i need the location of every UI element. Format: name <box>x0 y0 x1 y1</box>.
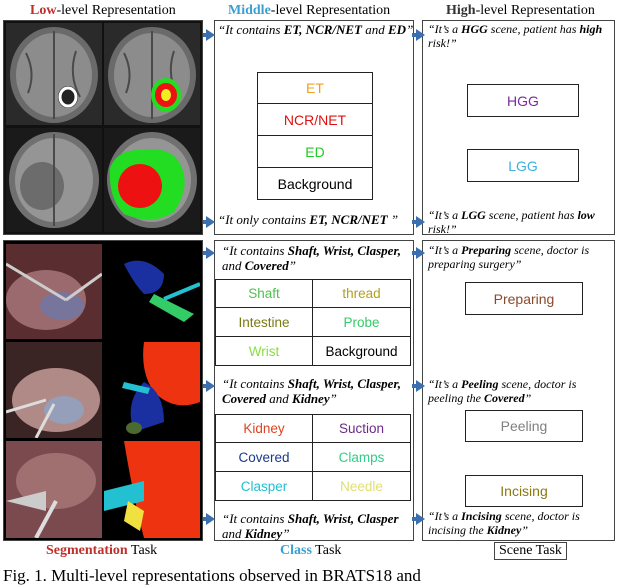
segmentation-task-label: Segmentation Task <box>46 543 158 558</box>
class-probe: Probe <box>313 308 411 337</box>
class-suction: Suction <box>313 414 411 443</box>
arrow-low-to-mid-4 <box>203 380 215 392</box>
high-rest: -level Representation <box>475 3 595 18</box>
endo-class-grid-2: Kidney Suction Covered Clamps Clasper Ne… <box>215 414 411 501</box>
class-clasper: Clasper <box>215 472 313 501</box>
brats-high-quote-top: “It’s a HGG scene, patient has high risk… <box>428 22 603 50</box>
class-wrist: Wrist <box>215 337 313 366</box>
class-thread: thread <box>313 279 411 308</box>
scene-peeling: Peeling <box>465 410 583 442</box>
arrow-low-to-mid-1 <box>203 29 215 41</box>
surgery-seg-3 <box>104 441 200 538</box>
endo-class-grid-1: Shaft thread Intestine Probe Wrist Backg… <box>215 279 411 366</box>
endo-high-quote-3: “It’s a Incising scene, doctor is incisi… <box>428 509 580 537</box>
surgery-frame-2 <box>6 342 102 438</box>
scene-lgg: LGG <box>467 149 579 182</box>
scene-task-label: Scene Task <box>494 542 567 560</box>
middle-rest: -level Representation <box>270 3 391 18</box>
class-covered: Covered <box>215 443 313 472</box>
figure-caption: Fig. 1. Multi-level representations obse… <box>3 566 421 585</box>
surgery-seg-1 <box>104 244 200 339</box>
class-needle: Needle <box>313 472 411 501</box>
class-ncr-net: NCR/NET <box>257 104 373 136</box>
mri-image-1 <box>6 23 102 125</box>
class-intestine: Intestine <box>215 308 313 337</box>
class-et: ET <box>257 72 373 104</box>
arrow-low-to-mid-5 <box>203 513 215 525</box>
surgery-seg-2 <box>104 342 200 438</box>
mri-image-2 <box>6 128 102 232</box>
mri-seg-image-1 <box>104 23 200 125</box>
class-clamps: Clamps <box>313 443 411 472</box>
brats-class-list: ET NCR/NET ED Background <box>257 72 373 200</box>
arrow-low-to-mid-3 <box>203 247 215 259</box>
scene-hgg: HGG <box>467 84 579 117</box>
high-word: High <box>446 3 476 18</box>
endo-mid-quote-2: “It contains Shaft, Wrist, Clasper, Cove… <box>222 376 402 406</box>
scene-preparing: Preparing <box>465 282 583 315</box>
class-background-2: Background <box>313 337 411 366</box>
class-background: Background <box>257 168 373 200</box>
class-ed: ED <box>257 136 373 168</box>
brats-high-panel <box>422 20 615 235</box>
low-level-header: Low-level Representation <box>30 3 176 19</box>
middle-word: Middle <box>228 3 271 18</box>
arrow-mid-to-high-1 <box>412 29 425 41</box>
class-kidney: Kidney <box>215 414 313 443</box>
arrow-mid-to-high-4 <box>412 380 425 392</box>
endo-high-quote-1: “It’s a Preparing scene, doctor is prepa… <box>428 243 590 271</box>
middle-level-header: Middle-level Representation <box>228 3 390 19</box>
low-word: Low <box>30 3 57 18</box>
endo-mid-quote-3: “It contains Shaft, Wrist, Clasper and K… <box>222 511 399 541</box>
arrow-mid-to-high-2 <box>412 216 425 228</box>
high-level-header: High-level Representation <box>446 3 595 19</box>
endo-high-quote-2: “It’s a Peeling scene, doctor is peeling… <box>428 377 577 405</box>
scene-incising: Incising <box>465 475 583 507</box>
endo-mid-quote-1: “It contains Shaft, Wrist, Clasper, and … <box>222 243 402 273</box>
brats-high-quote-bottom: “It’s a LGG scene, patient has low risk!… <box>428 208 595 236</box>
brats-mid-quote-top: “It contains ET, NCR/NET and ED” <box>218 22 414 37</box>
mri-seg-image-2 <box>104 128 200 232</box>
surgery-frame-1 <box>6 244 102 339</box>
arrow-low-to-mid-2 <box>203 216 215 228</box>
low-rest: -level Representation <box>56 3 176 18</box>
surgery-frame-3 <box>6 441 102 538</box>
brats-mid-quote-bottom: “It only contains ET, NCR/NET ” <box>218 212 399 227</box>
class-task-label: Class Task <box>280 543 342 558</box>
arrow-mid-to-high-5 <box>412 513 425 525</box>
arrow-mid-to-high-3 <box>412 247 425 259</box>
class-shaft: Shaft <box>215 279 313 308</box>
